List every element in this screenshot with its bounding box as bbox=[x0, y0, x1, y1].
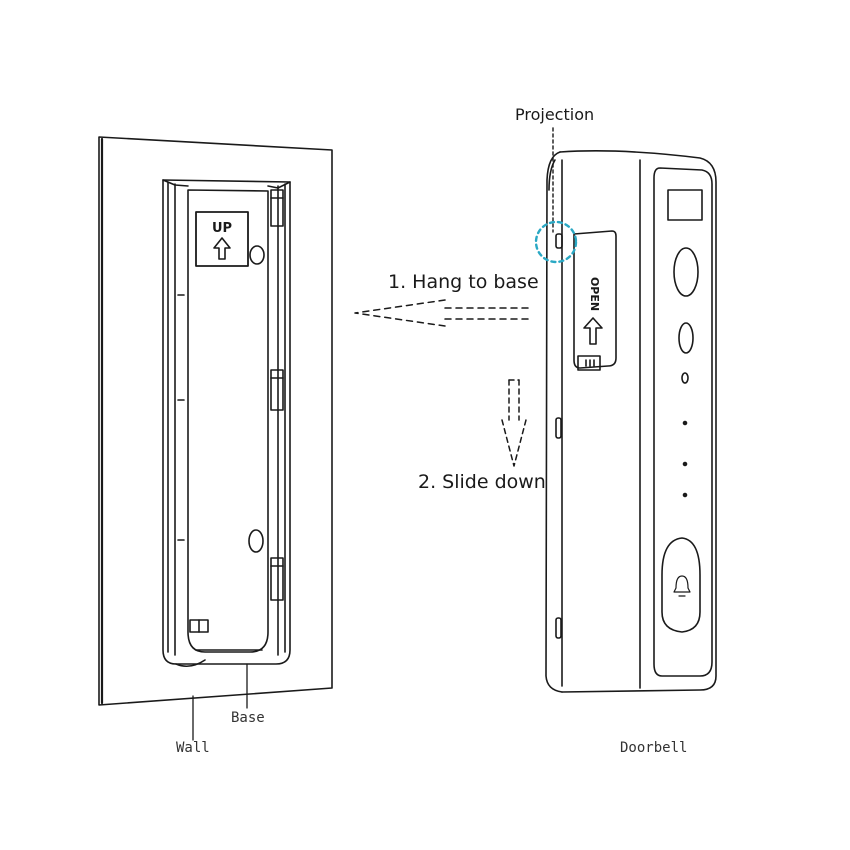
side-projection-top bbox=[555, 233, 563, 249]
hang-arrow bbox=[354, 299, 531, 327]
camera-lens bbox=[673, 247, 699, 297]
base-clip-top bbox=[270, 189, 284, 227]
slide-arrow bbox=[501, 379, 527, 467]
indicator-dot bbox=[682, 492, 688, 498]
indicator-dot bbox=[682, 461, 688, 467]
bell-icon bbox=[673, 575, 691, 597]
base-bracket bbox=[162, 179, 291, 668]
base-clip-bottom bbox=[270, 557, 284, 601]
wall-plate bbox=[98, 136, 333, 706]
base-outer-frame bbox=[162, 179, 291, 665]
pir-sensor bbox=[678, 322, 694, 354]
light-sensor bbox=[681, 372, 689, 384]
up-marking bbox=[195, 211, 249, 267]
doorbell-front-panel bbox=[653, 167, 713, 677]
projection-highlight bbox=[534, 220, 578, 264]
base-label: Base bbox=[231, 710, 265, 726]
ring-button bbox=[661, 537, 701, 633]
up-text: UP bbox=[212, 221, 232, 236]
doorbell-label: Doorbell bbox=[620, 740, 687, 756]
wall-label: Wall bbox=[176, 740, 210, 756]
battery-cover-latch bbox=[577, 355, 601, 371]
doorbell-body bbox=[559, 150, 717, 693]
camera-window bbox=[667, 189, 703, 221]
side-projection-middle bbox=[555, 417, 562, 439]
projection-label: Projection bbox=[515, 105, 594, 124]
open-text: OPEN bbox=[588, 277, 601, 311]
base-screw-hole-top bbox=[249, 245, 265, 265]
up-arrow-icon bbox=[213, 237, 231, 260]
base-screw-hole-bottom bbox=[248, 529, 264, 553]
indicator-dot bbox=[682, 420, 688, 426]
wall bbox=[98, 136, 333, 706]
doorbell bbox=[545, 150, 717, 693]
step1-label: 1. Hang to base bbox=[388, 271, 539, 293]
base-inner-frame bbox=[187, 189, 269, 653]
doorbell-side bbox=[545, 151, 563, 693]
base-clip-middle bbox=[270, 369, 284, 411]
step2-label: 2. Slide down bbox=[418, 471, 546, 493]
open-arrow-icon bbox=[583, 317, 603, 345]
battery-cover bbox=[573, 230, 617, 369]
side-projection-bottom bbox=[555, 617, 562, 639]
